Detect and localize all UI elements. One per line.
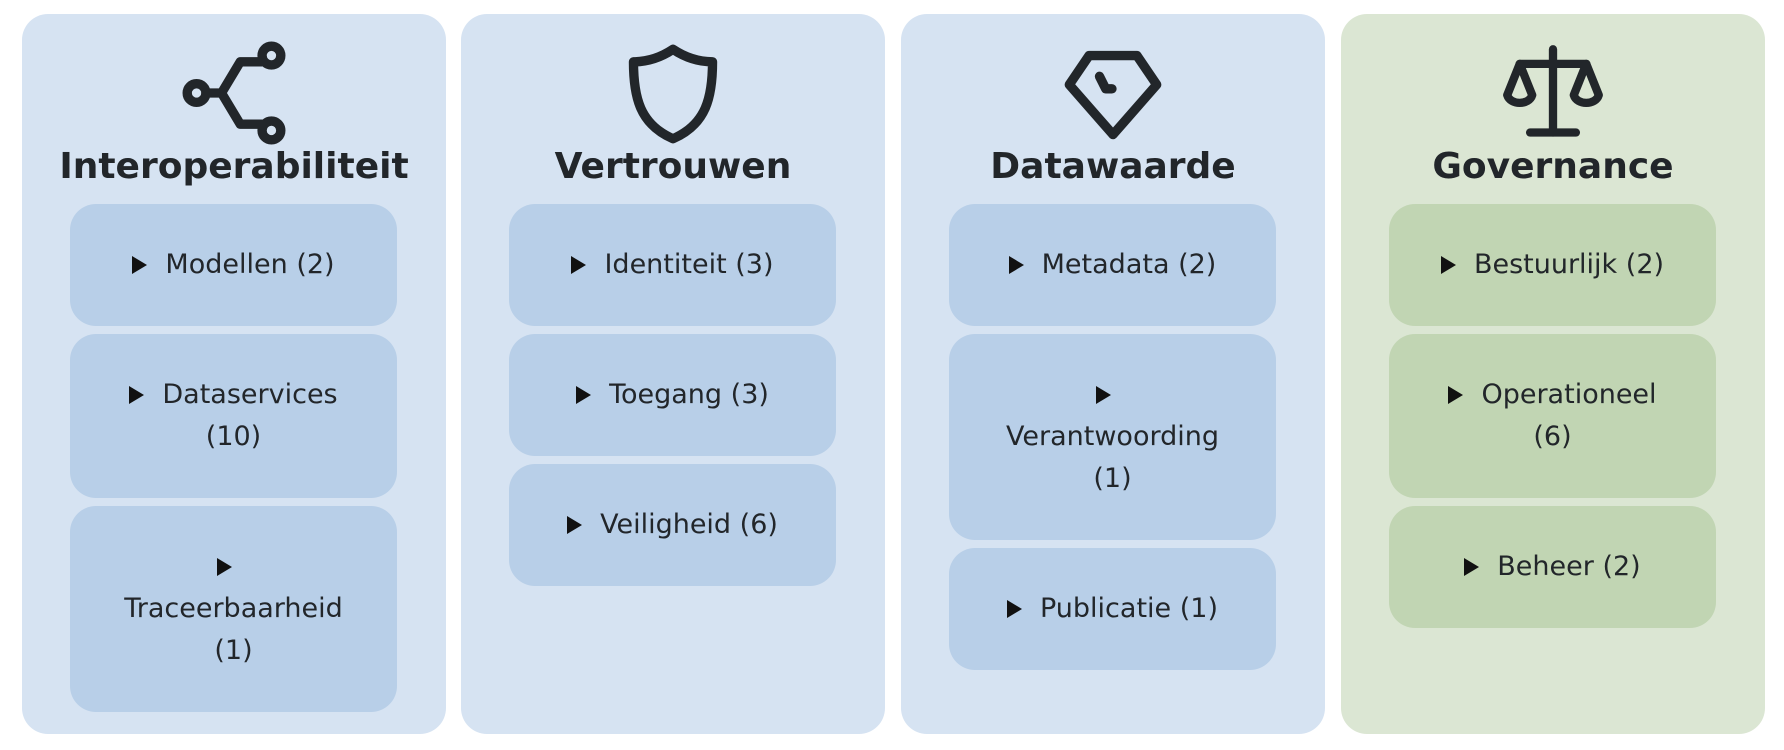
item-modellen[interactable]: Modellen (2) (70, 204, 397, 326)
column-title: Vertrouwen (554, 146, 792, 187)
item-verantwoording[interactable]: Verantwoording(1) (949, 334, 1276, 540)
item-label: Beheer (2) (1464, 546, 1641, 588)
scale-icon (1341, 38, 1765, 148)
item-traceerbaarheid[interactable]: Traceerbaarheid(1) (70, 506, 397, 712)
item-publicatie[interactable]: Publicatie (1) (949, 548, 1276, 670)
expand-triangle-icon (1008, 256, 1024, 274)
expand-triangle-icon (1007, 600, 1022, 618)
expand-triangle-icon (1464, 558, 1480, 576)
expand-triangle-icon (132, 256, 148, 274)
item-toegang[interactable]: Toegang (3) (509, 334, 836, 456)
expand-triangle-icon (217, 558, 232, 576)
item-label: Operationeel(6) (1448, 374, 1657, 458)
expand-triangle-icon (1440, 256, 1456, 274)
diamond-icon (901, 38, 1325, 148)
shield-icon (461, 38, 885, 148)
item-label: Modellen (2) (132, 244, 335, 286)
item-label: Dataservices(10) (129, 374, 338, 458)
item-bestuurlijk[interactable]: Bestuurlijk (2) (1389, 204, 1716, 326)
item-beheer[interactable]: Beheer (2) (1389, 506, 1716, 628)
expand-triangle-icon (1096, 386, 1111, 404)
item-label: Veiligheid (6) (567, 504, 778, 546)
column-title: Datawaarde (990, 146, 1236, 187)
expand-triangle-icon (567, 516, 583, 534)
column-datawaarde: Datawaarde Metadata (2) Verantwoording(1… (901, 14, 1325, 734)
column-interoperabiliteit: Interoperabiliteit Modellen (2) Dataserv… (22, 14, 446, 734)
expand-triangle-icon (129, 386, 145, 404)
item-dataservices[interactable]: Dataservices(10) (70, 334, 397, 498)
item-veiligheid[interactable]: Veiligheid (6) (509, 464, 836, 586)
item-label: Traceerbaarheid(1) (124, 546, 343, 672)
item-metadata[interactable]: Metadata (2) (949, 204, 1276, 326)
expand-triangle-icon (576, 386, 592, 404)
share-nodes-icon (22, 38, 446, 148)
item-label: Bestuurlijk (2) (1440, 244, 1664, 286)
item-label: Verantwoording(1) (1006, 374, 1219, 500)
item-label: Metadata (2) (1008, 244, 1216, 286)
item-label: Publicatie (1) (1007, 588, 1218, 630)
item-label: Identiteit (3) (571, 244, 774, 286)
item-operationeel[interactable]: Operationeel(6) (1389, 334, 1716, 498)
expand-triangle-icon (571, 256, 587, 274)
column-title: Interoperabiliteit (59, 146, 409, 187)
column-governance: Governance Bestuurlijk (2) Operationeel(… (1341, 14, 1765, 734)
item-identiteit[interactable]: Identiteit (3) (509, 204, 836, 326)
item-label: Toegang (3) (576, 374, 769, 416)
column-vertrouwen: Vertrouwen Identiteit (3) Toegang (3) Ve… (461, 14, 885, 734)
column-title: Governance (1432, 146, 1674, 187)
expand-triangle-icon (1448, 386, 1464, 404)
